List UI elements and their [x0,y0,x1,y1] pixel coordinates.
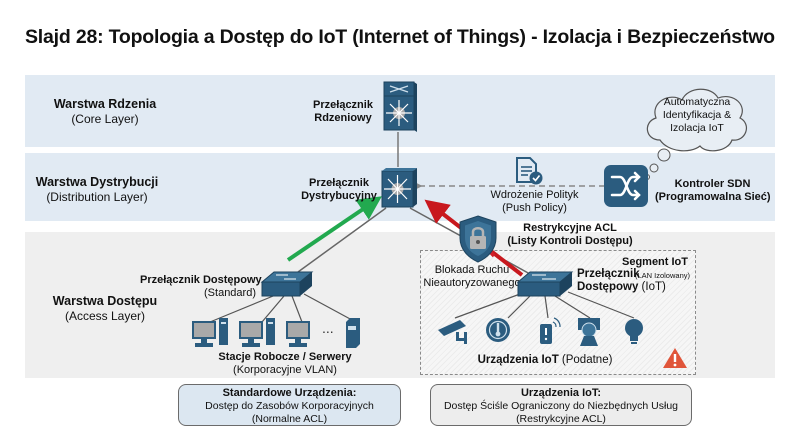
shield-lock-icon [459,215,497,263]
policy-label-line1: Wdrożenie Polityk [490,189,579,201]
policy-label-line2: (Push Policy) [502,202,567,214]
iot-access-switch-label-line2-bold: Dostępowy [577,281,639,293]
block-label-line2: Nieautoryzowanego [423,277,521,289]
iot-segment-subtitle: (LAN Izolowany) [634,271,690,280]
iot-devices-label-rest: (Podatne) [558,354,613,366]
workstations-label-line2: (Korporacyjne VLAN) [233,364,337,376]
iot-note-line2: (Restrykcyjne ACL) [516,413,606,425]
thought-cloud [644,88,748,180]
cloud-label-line1: Automatyczna [663,96,731,108]
distribution-layer-subtitle: (Distribution Layer) [46,190,148,204]
security-camera-icon [438,320,467,344]
access-layer-name: Warstwa Dostępu [52,294,158,308]
workstations-label-line1: Stacje Robocze / Serwery [218,351,352,363]
workstations-group [192,318,360,348]
standard-note-line1: Dostęp do Zasobów Korporacyjnych [205,400,374,412]
workstation-icon [192,318,228,347]
iot-devices-label-bold: Urządzenia IoT [477,354,559,366]
core-switch-label-line2: Rdzeniowy [314,112,372,124]
server-icon [346,318,360,348]
distribution-switch-label-line1: Przełącznik [309,177,369,189]
distribution-switch-label-line2: Dystrybucyjny [301,190,377,202]
standard-devices-note: Standardowe Urządzenia: Dostęp do Zasobó… [178,384,401,426]
slide-title: Slajd 28: Topologia a Dostęp do IoT (Int… [25,26,775,48]
standard-note-line2: (Normalne ACL) [251,413,328,425]
iot-access-switch-icon[interactable] [516,270,574,298]
distribution-switch-label: Przełącznik Dystrybucyjny [300,177,378,203]
distribution-layer-label: Warstwa Dystrybucji (Distribution Layer) [22,175,172,205]
core-switch-icon[interactable] [382,80,418,132]
standard-access-switch-label-line1: Przełącznik Dostępowy [140,274,262,286]
iot-access-switch-label-line1: Przełącznik [577,268,640,280]
iot-note-line1: Dostęp Ściśle Ograniczony do Niezbędnych… [443,400,679,412]
webcam-icon [578,318,600,346]
workstation-icon [239,318,275,347]
workstations-label: Stacje Robocze / Serwery (Korporacyjne V… [200,351,370,377]
sdn-controller-label-line2: (Programowalna Sieć) [655,191,771,203]
distribution-switch-icon[interactable] [380,167,418,209]
thermostat-icon [486,318,510,342]
standard-note-title: Standardowe Urządzenia: [222,387,357,399]
acl-label-line1: Restrykcyjne ACL [523,222,617,234]
smart-sensor-icon [540,317,561,344]
cloud-label: Automatyczna Identyfikacja & Izolacja Io… [655,96,739,135]
link-dist-std-access [297,207,387,273]
block-label: Blokada Ruchu Nieautoryzowanego [422,264,522,290]
allowed-traffic-arrow [286,196,382,262]
access-layer-label: Warstwa Dostępu (Access Layer) [30,294,180,324]
block-label-line1: Blokada Ruchu [434,264,510,276]
policy-label: Wdrożenie Polityk (Push Policy) [487,189,582,215]
standard-access-switch-label: Przełącznik Dostępowy (Standard) [140,274,262,300]
standard-access-switch-label-line2: (Standard) [204,287,256,299]
sdn-controller-label: Kontroler SDN (Programowalna Sieć) [655,178,771,204]
core-layer-label: Warstwa Rdzenia (Core Layer) [30,97,180,127]
core-layer-subtitle: (Core Layer) [71,112,139,126]
core-layer-name: Warstwa Rdzenia [53,97,157,111]
sdn-controller-icon[interactable] [603,164,649,208]
iot-access-switch-label: Przełącznik Dostępowy (IoT) [577,268,666,294]
iot-segment-box [420,250,696,375]
core-switch-label-line1: Przełącznik [313,99,373,111]
workstations-ellipsis: ... [322,320,334,336]
distribution-layer-name: Warstwa Dystrybucji [35,175,159,189]
acl-label: Restrykcyjne ACL (Listy Kontroli Dostępu… [505,222,635,248]
iot-note-title: Urządzenia IoT: [520,387,602,399]
cloud-label-line3: Izolacja IoT [670,122,724,134]
warning-icon [663,348,687,368]
iot-access-switch-label-line2-rest: (IoT) [638,281,666,293]
iot-devices-group [438,317,643,346]
acl-label-line2: (Listy Kontroli Dostępu) [507,235,633,247]
workstation-icon [286,321,310,347]
sdn-controller-label-line1: Kontroler SDN [674,178,751,190]
core-switch-label: Przełącznik Rdzeniowy [308,99,378,125]
iot-devices-label: Urządzenia IoT (Podatne) [470,354,620,367]
smart-bulb-icon [625,319,643,344]
cloud-label-line2: Identyfikacja & [662,109,732,121]
iot-devices-note: Urządzenia IoT: Dostęp Ściśle Ograniczon… [430,384,692,426]
standard-access-switch-icon[interactable] [260,270,314,298]
iot-segment-title: Segment IoT [621,256,688,268]
access-layer-subtitle: (Access Layer) [64,309,146,323]
policy-document-icon [516,157,543,185]
